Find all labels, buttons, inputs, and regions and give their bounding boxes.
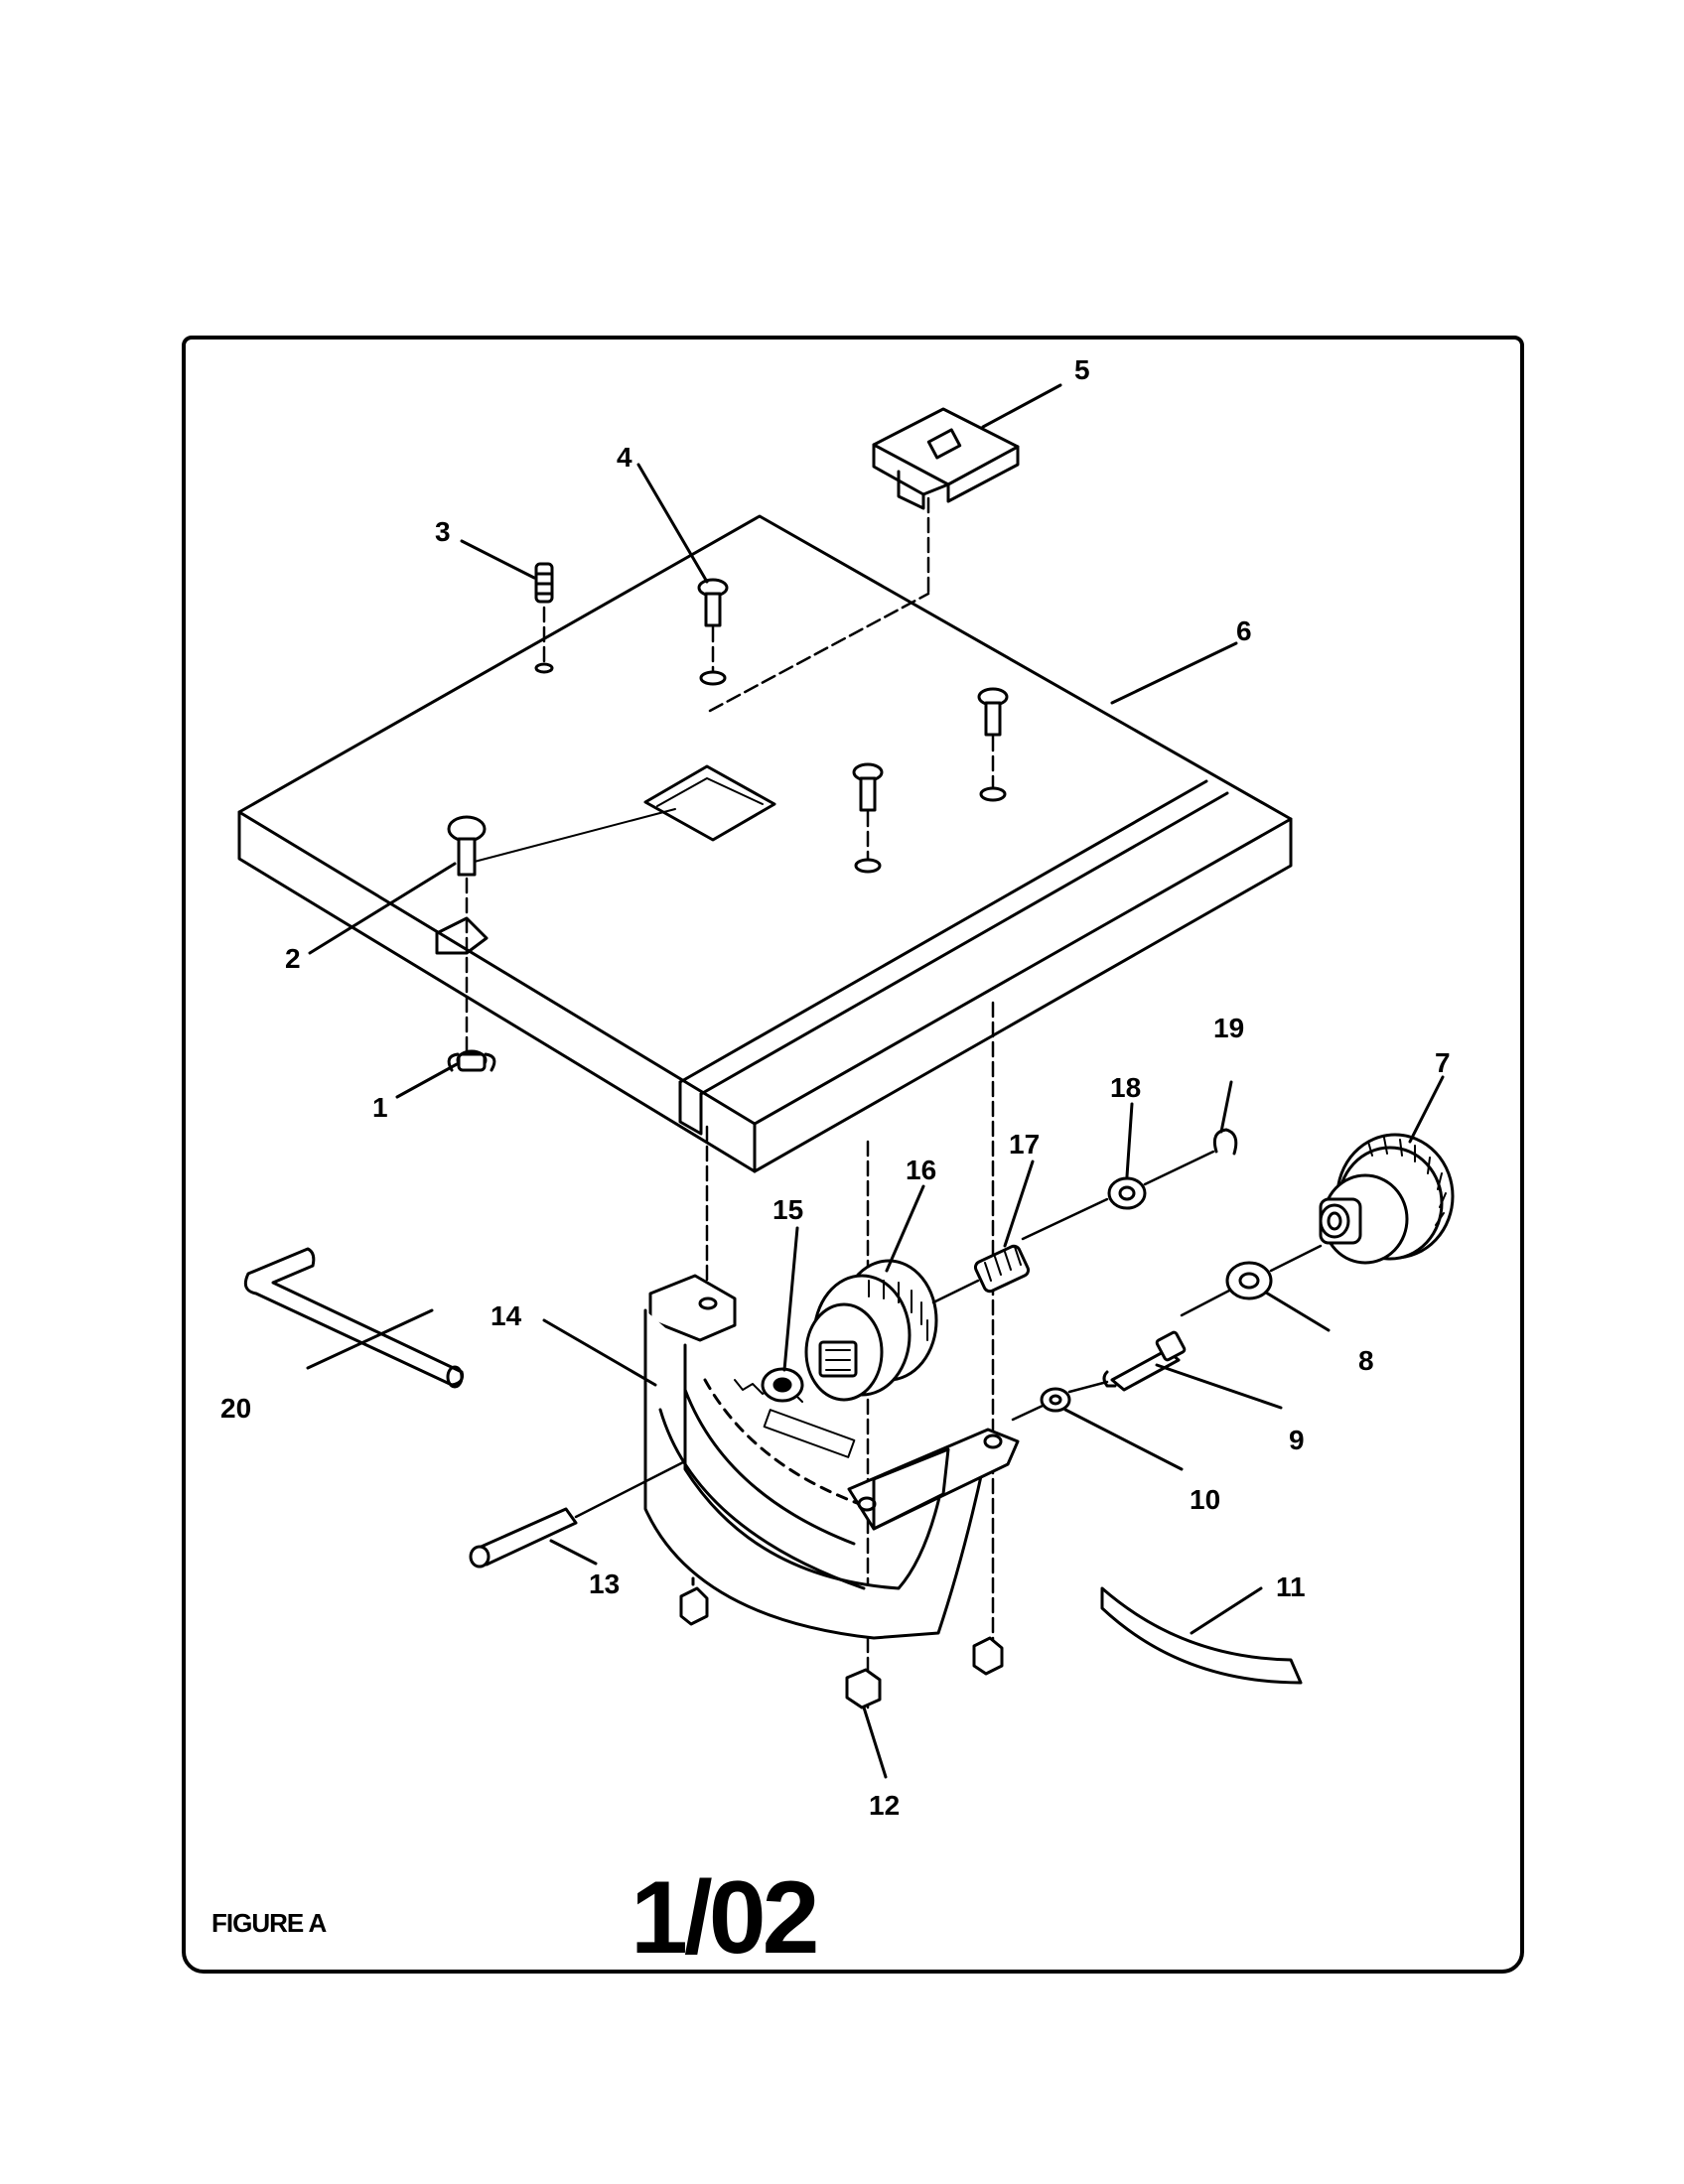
callout-6: 6 [1236, 615, 1252, 646]
table-top [237, 514, 1293, 1173]
date-code: 1/02 [631, 1860, 819, 1976]
callout-4: 4 [617, 442, 632, 473]
callout-10: 10 [1190, 1484, 1220, 1515]
callout-8: 8 [1358, 1345, 1374, 1376]
assembly-lines [465, 496, 995, 1709]
washer-15 [761, 1367, 804, 1403]
pointer-11 [1100, 1586, 1303, 1685]
callout-15: 15 [772, 1194, 803, 1225]
leader-lines [306, 383, 1445, 1635]
callout-13: 13 [589, 1569, 620, 1599]
figure-frame [182, 336, 1524, 1974]
callout-19: 19 [1213, 1013, 1244, 1043]
miter-gauge-body [643, 1274, 1020, 1640]
callout-12: 12 [869, 1790, 900, 1821]
callout-3: 3 [435, 516, 451, 547]
callout-1: 1 [372, 1092, 388, 1123]
spring-17 [973, 1244, 1031, 1294]
hex-nut-left [679, 1576, 709, 1626]
callout-2: 2 [285, 943, 301, 974]
set-screw-3 [534, 562, 554, 674]
hex-nut-12 [845, 1668, 888, 1779]
callout-5: 5 [1074, 354, 1090, 385]
callout-labels: 1 2 3 4 5 6 7 8 9 10 11 12 13 14 15 16 1… [220, 354, 1451, 1821]
callout-7: 7 [1435, 1047, 1451, 1078]
knob-16 [804, 1259, 938, 1402]
knob-7 [1319, 1133, 1455, 1265]
washer-8 [1225, 1261, 1273, 1300]
carriage-bolt-2 [447, 815, 487, 877]
wing-nut-1 [447, 1049, 496, 1072]
hex-nut-right [972, 1636, 1004, 1676]
callout-11: 11 [1276, 1571, 1306, 1602]
clip-19 [1212, 1128, 1238, 1156]
figure-label: FIGURE A [211, 1908, 327, 1938]
callout-17: 17 [1009, 1129, 1040, 1160]
callout-18: 18 [1110, 1072, 1141, 1103]
washer-10 [1040, 1387, 1071, 1413]
callout-14: 14 [491, 1300, 522, 1331]
callout-9: 9 [1289, 1425, 1305, 1455]
flat-head-screw-b [977, 687, 1009, 802]
callout-20: 20 [220, 1393, 251, 1424]
hex-key-20 [243, 1247, 464, 1389]
pin-9 [1102, 1330, 1187, 1392]
callout-16: 16 [906, 1155, 936, 1185]
throat-insert [872, 407, 1020, 510]
washer-18 [1107, 1176, 1147, 1210]
pivot-pin-13 [469, 1459, 687, 1569]
